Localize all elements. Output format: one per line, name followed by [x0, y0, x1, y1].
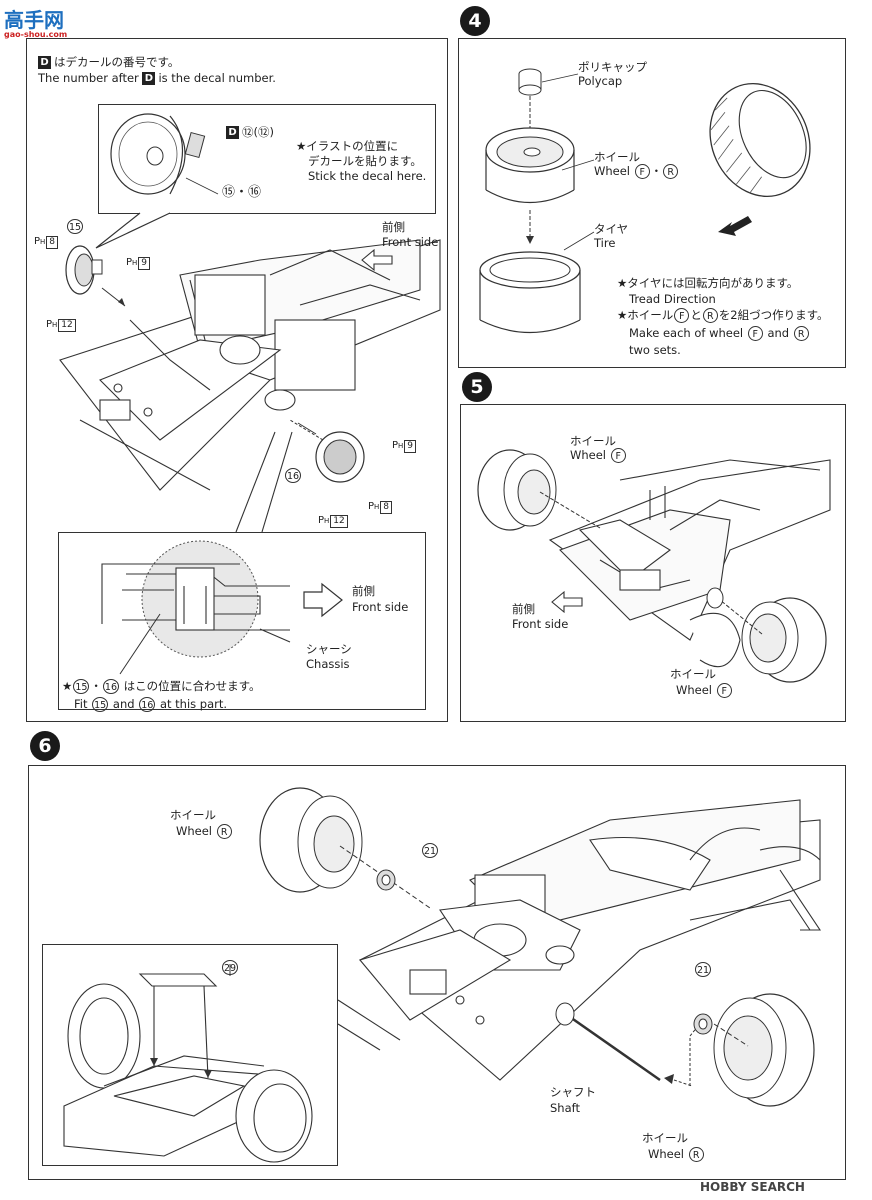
part-21-label-right: 21	[694, 962, 712, 977]
sets-note-en: Make each of wheel F and R	[629, 326, 810, 341]
tire-ja: タイヤ	[594, 222, 629, 236]
polycap-en: Polycap	[578, 74, 623, 88]
hobbysearch-logo: HOBBY SEARCH	[700, 1180, 805, 1194]
part-21-label-left: 21	[421, 843, 439, 858]
detail-front-ja: 前側	[352, 584, 375, 598]
wheel-en-step5-bottom: Wheel F	[676, 683, 733, 698]
tire-en: Tire	[594, 236, 616, 250]
step4-drawing	[479, 68, 811, 333]
wheel-en-step6-bottom: Wheel R	[648, 1147, 705, 1162]
polycap-leader	[541, 73, 579, 83]
watermark-url: gao-shou.com	[4, 30, 68, 39]
tread-note-ja: ★タイヤには回転方向があります。	[617, 276, 799, 290]
decal-box-icon: D	[226, 126, 239, 139]
wheel-en-step5-top: Wheel F	[570, 448, 627, 463]
watermark-text: 高手网	[4, 8, 64, 32]
front-arrow-icon	[361, 248, 393, 272]
wheel-leader-step4	[561, 159, 595, 171]
part-16-label: 16	[284, 468, 302, 483]
step5-drawing	[477, 449, 831, 683]
front-arrow-icon-step5	[551, 590, 583, 614]
wheel-ja-step5-bottom: ホイール	[670, 667, 716, 681]
decal-wheel-drawing	[110, 113, 219, 195]
detail-front-arrow-icon	[303, 582, 343, 618]
detail-callout-lines	[235, 431, 293, 533]
step6-inset-drawing	[63, 964, 313, 1163]
fit-note-ja: ★15・16 はこの位置に合わせます。	[62, 679, 261, 694]
wheel-en-step4: Wheel F・R	[594, 164, 679, 179]
wheel-ja-step6-bottom: ホイール	[642, 1131, 688, 1145]
front-ja-step5: 前側	[512, 602, 535, 616]
inset-parts: ⑮・⑯	[222, 185, 262, 200]
chassis-label-ja: シャーシ	[306, 642, 352, 656]
detail-front-en: Front side	[352, 600, 409, 614]
front-label-ja: 前側	[382, 220, 405, 234]
inset-en: Stick the decal here.	[308, 169, 427, 183]
tread-note-en: Tread Direction	[629, 292, 716, 306]
watermark-logo: 高手网 gao-shou.com	[4, 4, 67, 39]
step4-number: 4	[460, 6, 490, 36]
step5-number: 5	[462, 372, 492, 402]
shaft-en: Shaft	[550, 1101, 580, 1115]
wheel-ja-step5-top: ホイール	[570, 434, 616, 448]
tire-leader	[563, 231, 595, 251]
inset-star-ja: ★イラストの位置に	[296, 139, 399, 153]
wheel-ja-step4: ホイール	[594, 150, 640, 164]
step6-drawing	[259, 787, 822, 1107]
wheel-ja-step6-top: ホイール	[170, 808, 216, 822]
detail-drawing	[101, 540, 291, 675]
front-label-en: Front side	[382, 235, 439, 249]
callout-pointer	[95, 212, 171, 249]
step6-callout-pointer	[337, 999, 401, 1051]
chassis-drawing-step3	[59, 239, 441, 491]
sets-note-en-2: two sets.	[629, 343, 681, 357]
part-15-label: 15	[66, 219, 84, 234]
chassis-label-en: Chassis	[306, 657, 350, 671]
step6-number: 6	[30, 731, 60, 761]
shaft-ja: シャフト	[550, 1085, 596, 1099]
part-29-label: 29	[221, 960, 239, 975]
decal-box-icon: D	[38, 56, 51, 69]
inset-ja-2: デカールを貼ります。	[308, 154, 422, 168]
fit-note-en: Fit 15 and 16 at this part.	[74, 697, 228, 712]
decal-box-icon: D	[142, 72, 156, 85]
hobbysearch-text: HOBBY SEARCH	[700, 1180, 805, 1194]
front-en-step5: Front side	[512, 617, 569, 631]
polycap-ja: ポリキャップ	[578, 60, 647, 74]
wheel-en-step6-top: Wheel R	[176, 824, 233, 839]
